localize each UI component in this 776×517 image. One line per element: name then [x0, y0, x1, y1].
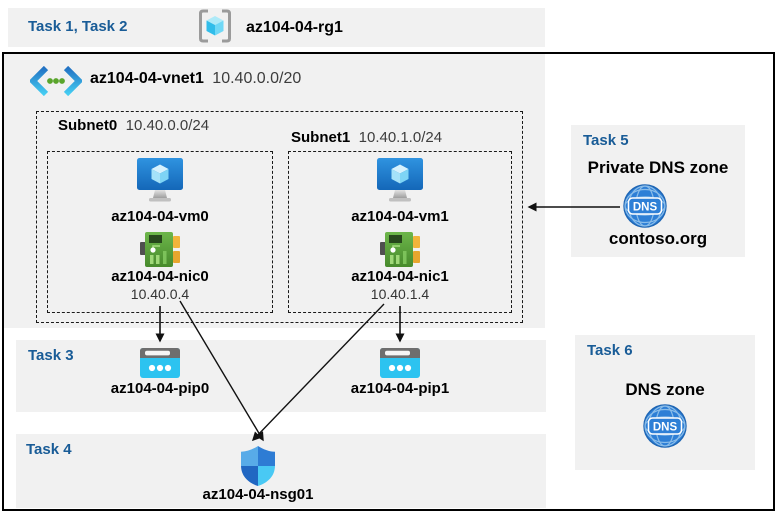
- vnet-area: [4, 54, 545, 328]
- subnet1-name: Subnet1: [291, 129, 351, 146]
- pip0-name: az104-04-pip0: [110, 380, 210, 397]
- subnet0-name: Subnet0: [58, 117, 118, 134]
- public-ip-icon: [380, 348, 420, 378]
- task5-label: Task 5: [583, 132, 629, 149]
- dns-icon-text: DNS: [653, 422, 678, 434]
- vm0-name: az104-04-vm0: [111, 208, 209, 225]
- nic-icon: [380, 232, 420, 267]
- task3-label: Task 3: [28, 347, 74, 364]
- pip1-name: az104-04-pip1: [350, 380, 450, 397]
- vnet-name: az104-04-vnet1: [90, 70, 204, 87]
- task4-band: Task 4: [16, 434, 546, 508]
- task3-band: Task 3: [16, 340, 546, 412]
- nic1-ip: 10.40.1.4: [370, 286, 430, 302]
- private-dns-zone-title: Private DNS zone: [587, 158, 729, 177]
- private-dns-zone-name: contoso.org: [608, 229, 708, 248]
- vm-icon: [377, 158, 423, 202]
- task1-task2-band: Task 1, Task 2: [8, 8, 545, 47]
- task6-box: Task 6: [575, 335, 755, 470]
- vm-icon: [137, 158, 183, 202]
- nic0-ip: 10.40.0.4: [130, 286, 190, 302]
- subnet1-title: Subnet1 10.40.1.0/24: [291, 129, 442, 147]
- nsg-shield-icon: [241, 446, 275, 486]
- nsg-name: az104-04-nsg01: [202, 486, 314, 503]
- vm1-name: az104-04-vm1: [351, 208, 449, 225]
- vnet-title: az104-04-vnet1 10.40.0.0/20: [90, 70, 301, 88]
- vnet-cidr: 10.40.0.0/20: [212, 70, 302, 87]
- nic1-name: az104-04-nic1: [351, 268, 449, 285]
- subnet1-cidr: 10.40.1.0/24: [358, 129, 443, 146]
- resource-group-name: az104-04-rg1: [246, 19, 343, 36]
- task4-label: Task 4: [26, 441, 72, 458]
- virtual-network-icon: [30, 66, 82, 96]
- task6-label: Task 6: [587, 342, 633, 359]
- resource-group-icon: [199, 9, 231, 43]
- subnet0-cidr: 10.40.0.0/24: [125, 117, 210, 134]
- task1-task2-label: Task 1, Task 2: [28, 18, 128, 35]
- dns-zone-title: DNS zone: [625, 380, 705, 399]
- dns-icon-text: DNS: [633, 202, 658, 214]
- public-ip-icon: [140, 348, 180, 378]
- subnet0-title: Subnet0 10.40.0.0/24: [58, 117, 209, 135]
- nic0-name: az104-04-nic0: [111, 268, 209, 285]
- nic-icon: [140, 232, 180, 267]
- dns-globe-icon: DNS: [643, 404, 687, 448]
- dns-globe-icon: DNS: [623, 184, 667, 228]
